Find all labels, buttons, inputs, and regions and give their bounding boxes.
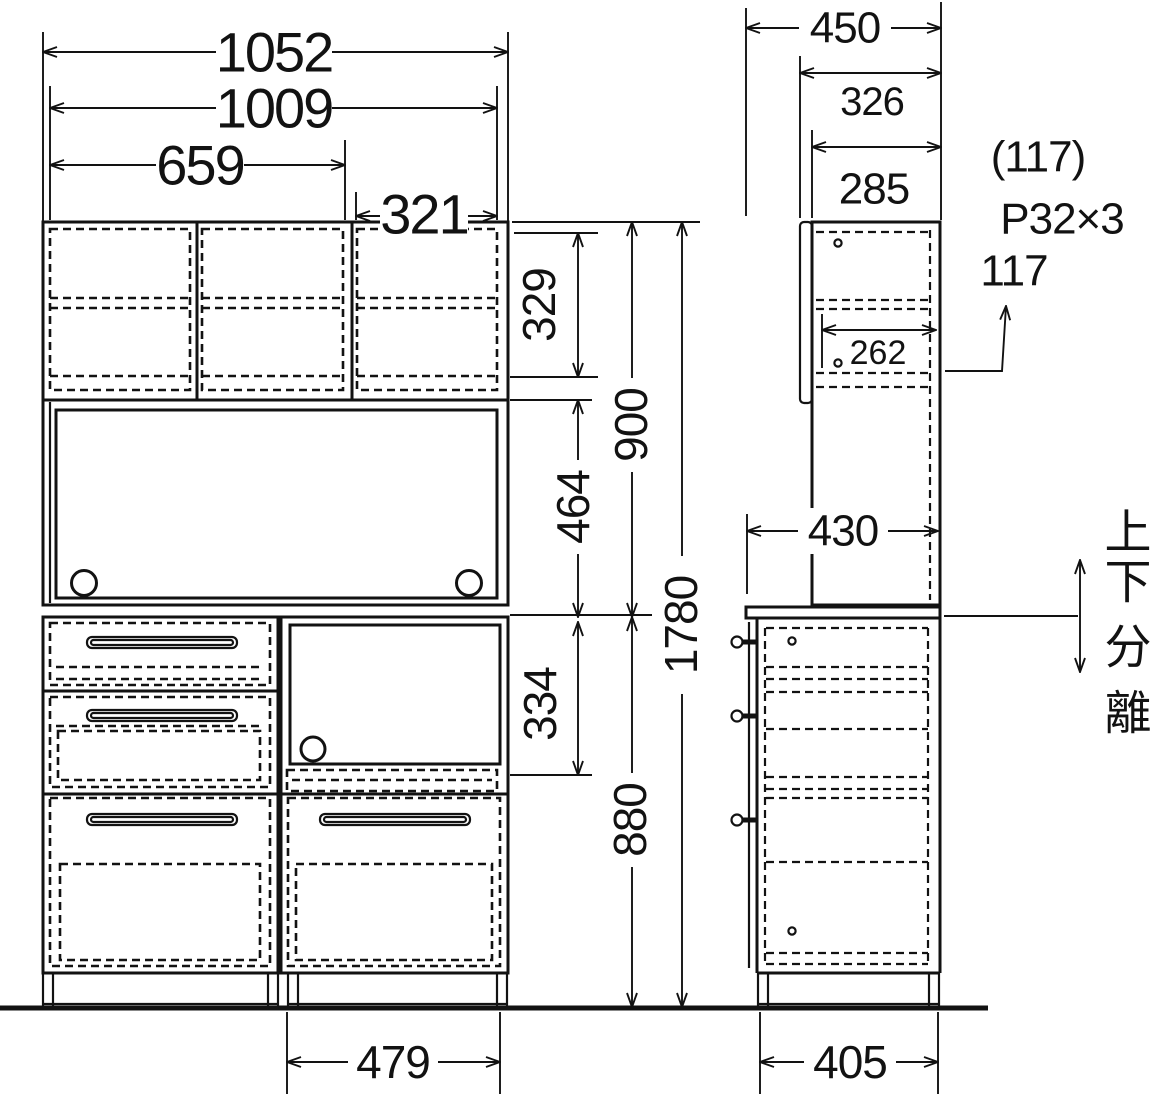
split-char-top: 上	[1105, 506, 1152, 559]
dim-sliding-height: 464	[547, 470, 599, 544]
sliding-door-pull-right	[455, 569, 483, 597]
split-char-bottom: 下	[1105, 556, 1152, 609]
drawer-handle	[85, 635, 239, 650]
dim-lower-depth: 405	[813, 1036, 887, 1088]
side-lower-unit	[730, 605, 942, 1006]
dim-overall-width: 1052	[216, 21, 333, 84]
front-sliding-doors	[48, 402, 499, 603]
front-bottom-dimension: 479	[287, 1012, 500, 1094]
note-gap-bottom: 117	[980, 247, 1047, 296]
dim-lower-right-width: 479	[356, 1036, 430, 1088]
dim-lower-height: 880	[604, 783, 656, 857]
shelf-pin-hole	[833, 358, 843, 368]
front-upper-unit	[41, 220, 510, 607]
dim-top-shelf-height: 329	[513, 268, 565, 342]
drawer-handle	[85, 812, 239, 827]
dim-upper-height: 900	[605, 388, 657, 462]
dim-niche-height: 334	[514, 667, 566, 741]
front-view	[41, 220, 510, 1006]
shelf-pitch-annotation: (117) P32×3 117	[945, 133, 1125, 372]
front-width-dimensions: 1052 1009 659 321	[43, 21, 508, 246]
dim-total-height: 1780	[655, 576, 707, 674]
countertop-profile	[744, 605, 942, 620]
dim-overall-depth: 450	[810, 4, 880, 53]
sliding-door-pull-left	[70, 569, 98, 597]
dim-counter-depth: 430	[808, 507, 878, 556]
dim-shelf-depth: 262	[850, 334, 907, 372]
dim-body-depth: 285	[839, 165, 909, 214]
side-view	[730, 220, 942, 1006]
side-door-profile	[798, 220, 814, 405]
dim-right-width: 321	[380, 183, 467, 246]
note-gap-top: (117)	[991, 133, 1085, 182]
front-lower-right-unit	[279, 615, 510, 975]
side-upper-unit	[798, 220, 942, 607]
drawer-handle	[85, 708, 239, 723]
split-annotation: 上 下 分 離	[944, 506, 1152, 740]
niche-knob	[299, 735, 327, 763]
note-pitch: P32×3	[1000, 195, 1123, 244]
appliance-niche	[288, 623, 502, 766]
front-plinth	[41, 973, 509, 1006]
side-drawer-knobs	[730, 635, 758, 827]
drawer-handle	[318, 812, 472, 827]
dim-door-depth: 326	[840, 80, 904, 124]
dim-inner-width: 1009	[216, 77, 333, 140]
front-lower-left-unit	[41, 615, 280, 975]
split-char-sep2: 離	[1105, 687, 1152, 740]
screw-hole	[787, 636, 797, 646]
split-char-sep1: 分	[1105, 621, 1152, 674]
side-depth-dimensions: 450 326 285 262 430 405	[746, 2, 941, 1094]
leader-line	[945, 306, 1006, 372]
dim-left-width: 659	[156, 134, 243, 197]
screw-hole	[787, 926, 797, 936]
front-height-dimensions: 329 464 900 1780 334 880	[510, 222, 707, 1007]
shelf-pin-hole	[833, 238, 843, 248]
